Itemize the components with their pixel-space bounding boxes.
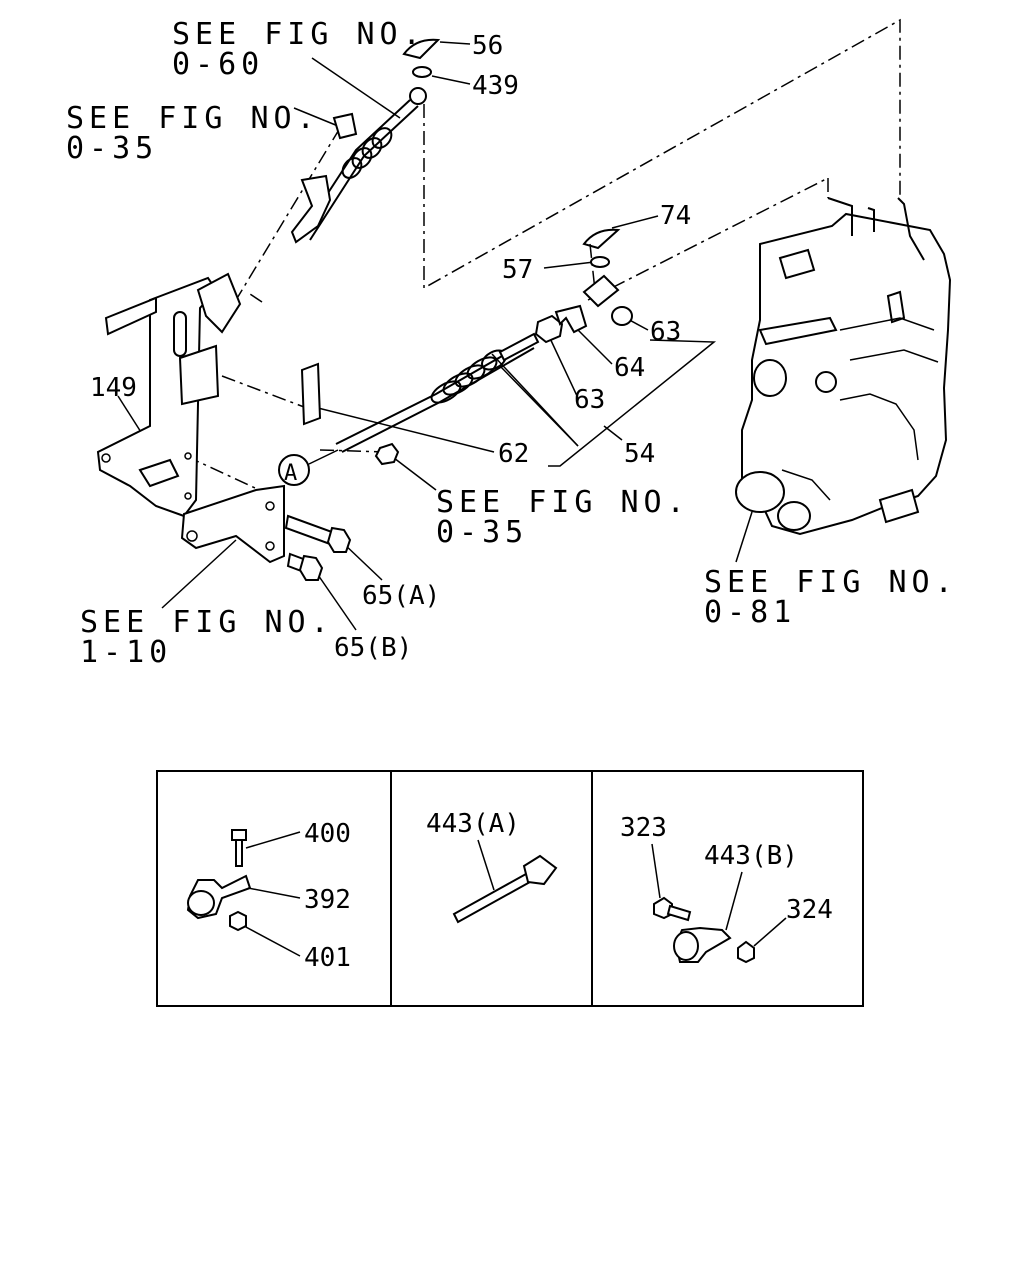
cable-end-parts: [534, 228, 633, 344]
callout-56: 56: [472, 31, 503, 61]
svg-text:0-35: 0-35: [66, 131, 158, 166]
inset-clamp-assembly-b: 323 443(B) 324: [620, 813, 833, 964]
svg-text:0-35: 0-35: [436, 515, 528, 550]
ref-fig-0-81: SEE FIG NO. 0-81: [704, 565, 958, 630]
callout-65b: 65(B): [334, 633, 412, 663]
ref-fig-0-35-mid: SEE FIG NO. 0-35: [436, 485, 690, 550]
callout-62: 62: [498, 439, 529, 469]
ref-fig-0-60: SEE FIG NO. 0-60: [172, 17, 426, 82]
svg-text:1-10: 1-10: [80, 635, 172, 670]
lower-cable: [300, 332, 540, 466]
svg-text:SEE FIG NO.: SEE FIG NO.: [704, 565, 958, 600]
svg-text:0-60: 0-60: [172, 47, 264, 82]
callout-149: 149: [90, 373, 137, 403]
callout-63-left: 63: [574, 385, 605, 415]
bracket-1-10: [180, 484, 285, 564]
inset-label-323: 323: [620, 813, 667, 843]
svg-text:0-81: 0-81: [704, 595, 796, 630]
callout-65a: 65(A): [362, 581, 440, 611]
upper-cable: [290, 38, 441, 244]
callout-63-right: 63: [650, 317, 681, 347]
detail-marker-a: A: [278, 449, 339, 486]
svg-text:SEE FIG NO.: SEE FIG NO.: [436, 485, 690, 520]
bolts-65: [284, 514, 352, 581]
callout-64: 64: [614, 353, 645, 383]
bracket-149: [96, 272, 242, 518]
inset-panel: [156, 770, 864, 1007]
callout-54: 54: [624, 439, 655, 469]
inset-label-392: 392: [304, 885, 351, 915]
inset-label-400: 400: [304, 819, 351, 849]
inset-label-443b: 443(B): [704, 841, 798, 871]
inset-label-443a: 443(A): [426, 809, 520, 839]
svg-text:A: A: [284, 461, 297, 486]
ref-fig-0-35-top: SEE FIG NO. 0-35: [66, 101, 320, 166]
inset-label-324: 324: [786, 895, 833, 925]
inset-clamp-assembly: 400 392 401: [186, 819, 351, 973]
injection-pump: [735, 197, 952, 536]
inset-cable-tie: 443(A): [426, 809, 558, 924]
ref-fig-1-10: SEE FIG NO. 1-10: [80, 605, 334, 670]
svg-text:SEE FIG NO.: SEE FIG NO.: [66, 101, 320, 136]
routing-lines: [185, 18, 901, 495]
svg-text:SEE FIG NO.: SEE FIG NO.: [172, 17, 426, 52]
inset-label-401: 401: [304, 943, 351, 973]
callout-57: 57: [502, 255, 533, 285]
callout-74: 74: [660, 201, 691, 231]
callout-439: 439: [472, 71, 519, 101]
svg-text:SEE FIG NO.: SEE FIG NO.: [80, 605, 334, 640]
